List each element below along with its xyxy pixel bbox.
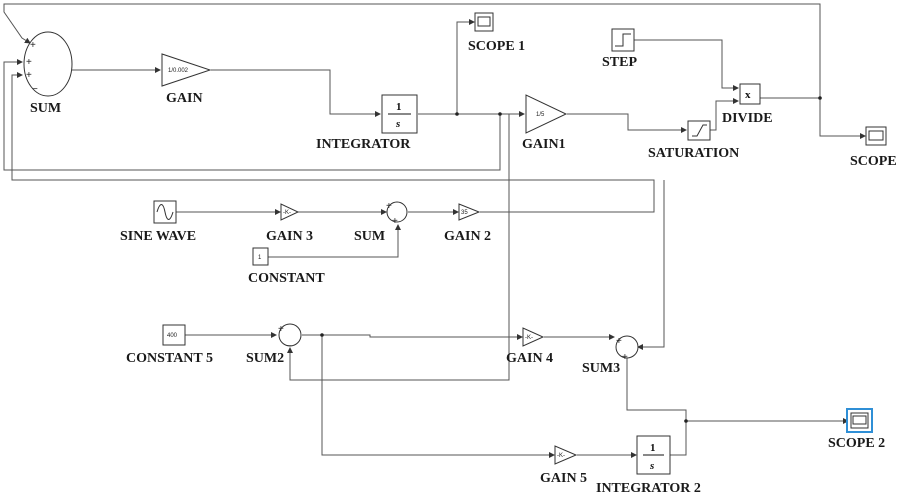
gain-label: GAIN [166,91,203,106]
integrator-den: s [395,118,400,130]
sum-mid-label: SUM [354,229,385,244]
constant5-value: 400 [167,333,178,339]
gain5-value: -K- [557,453,565,459]
gain5-block[interactable]: -K- [554,445,578,465]
sine-wave-block[interactable] [153,200,177,224]
gain2-value: 35 [461,210,468,216]
constant-value: 1 [258,255,262,261]
divide-op: x [745,89,751,101]
wire-feedback-sum2 [287,114,510,381]
branch-point [684,419,688,423]
scope2-block[interactable] [846,408,873,433]
sine-wave-icon [156,204,174,220]
sum-sign-3: + [26,70,32,81]
gain4-block[interactable]: -K- [522,327,545,347]
signal-lines [3,3,866,458]
gain4-label: GAIN 4 [506,351,553,366]
divide-label: DIVIDE [722,111,773,126]
wire-scope1 [456,19,475,114]
integrator2-num: 1 [650,442,656,454]
sum3-block[interactable]: + + [615,335,639,363]
gain3-label: GAIN 3 [266,229,313,244]
divide-block[interactable]: x [739,83,761,105]
step-label: STEP [602,55,637,70]
wire-feedback-mid [3,59,501,171]
integrator2-den: s [649,460,654,472]
saturation-block[interactable] [687,120,711,141]
integrator-block[interactable]: 1 s [381,94,418,134]
constant5-block[interactable]: 400 [162,324,186,346]
branch-point [818,96,822,100]
sum-mid-sign-2: + [392,216,398,227]
sum2-sign-2: − [286,341,292,352]
wire-divide-scope [760,97,866,139]
sum3-label: SUM3 [582,361,620,376]
gain3-block[interactable]: -K- [280,203,300,221]
constant-label: CONSTANT [248,271,325,286]
sine-wave-label: SINE WAVE [120,229,196,244]
scope-screen-icon [477,16,491,27]
sum-mid-sign-1: + [386,201,392,212]
constant-block[interactable]: 1 [252,247,269,266]
sum3-sign-2: + [622,352,628,363]
wire-feedback-top [3,3,821,98]
wire-gain1-saturation [567,113,687,133]
constant5-label: CONSTANT 5 [126,351,213,366]
sum-label: SUM [30,101,61,116]
gain1-value: 1/5 [536,112,545,118]
wire-constant-sum [268,224,401,258]
saturation-label: SATURATION [648,146,739,161]
scope-block[interactable] [865,126,887,146]
saturation-icon [692,124,707,137]
gain1-block[interactable]: 1/5 [525,94,568,134]
scope-screen-icon [852,415,867,425]
gain2-label: GAIN 2 [444,229,491,244]
sum-sign-1: + [30,40,36,51]
branch-point [455,112,459,116]
gain4-value: -K- [525,335,533,341]
scope-screen-icon [868,130,884,141]
wire-gain-integrator [211,69,381,117]
branch-point [498,112,502,116]
sum2-label: SUM2 [246,351,284,366]
sum3-sign-1: + [616,336,622,347]
gain1-label: GAIN1 [522,137,566,152]
integrator2-block[interactable]: 1 s [636,435,671,475]
wire-sum2-gain5 [321,335,555,458]
scope1-label: SCOPE 1 [468,39,525,54]
wire-sum3-scope2 [626,358,849,424]
scope1-block[interactable] [474,12,494,32]
sum-sign-4: − [32,84,38,95]
gain2-block[interactable]: 35 [458,203,481,221]
gain3-value: -K- [283,210,291,216]
sum-block[interactable]: + + + − [23,31,73,97]
integrator-label: INTEGRATOR [316,137,411,152]
integrator2-label: INTEGRATOR 2 [596,481,701,494]
step-block[interactable] [611,28,635,52]
wire-sum3-in2 [637,180,665,350]
wire-gain2-feedback [11,72,655,213]
sum-sign-2: + [26,57,32,68]
wire-saturation-divide [710,98,739,131]
gain-block[interactable]: 1/0.002 [161,53,212,87]
gain5-label: GAIN 5 [540,471,587,486]
branch-point [320,333,324,337]
step-icon [615,33,631,47]
sum2-block[interactable]: + − [278,323,302,352]
sum2-sign-1: + [278,324,284,335]
scope-label: SCOPE [850,154,897,169]
integrator-num: 1 [396,101,402,113]
wire-step-divide [634,39,739,91]
wire-sum2-gain4 [302,334,523,340]
sum-mid-block[interactable]: + + [386,201,408,227]
scope2-label: SCOPE 2 [828,436,885,451]
wire-integrator2-scope2 [670,421,687,456]
gain-value: 1/0.002 [168,68,189,74]
